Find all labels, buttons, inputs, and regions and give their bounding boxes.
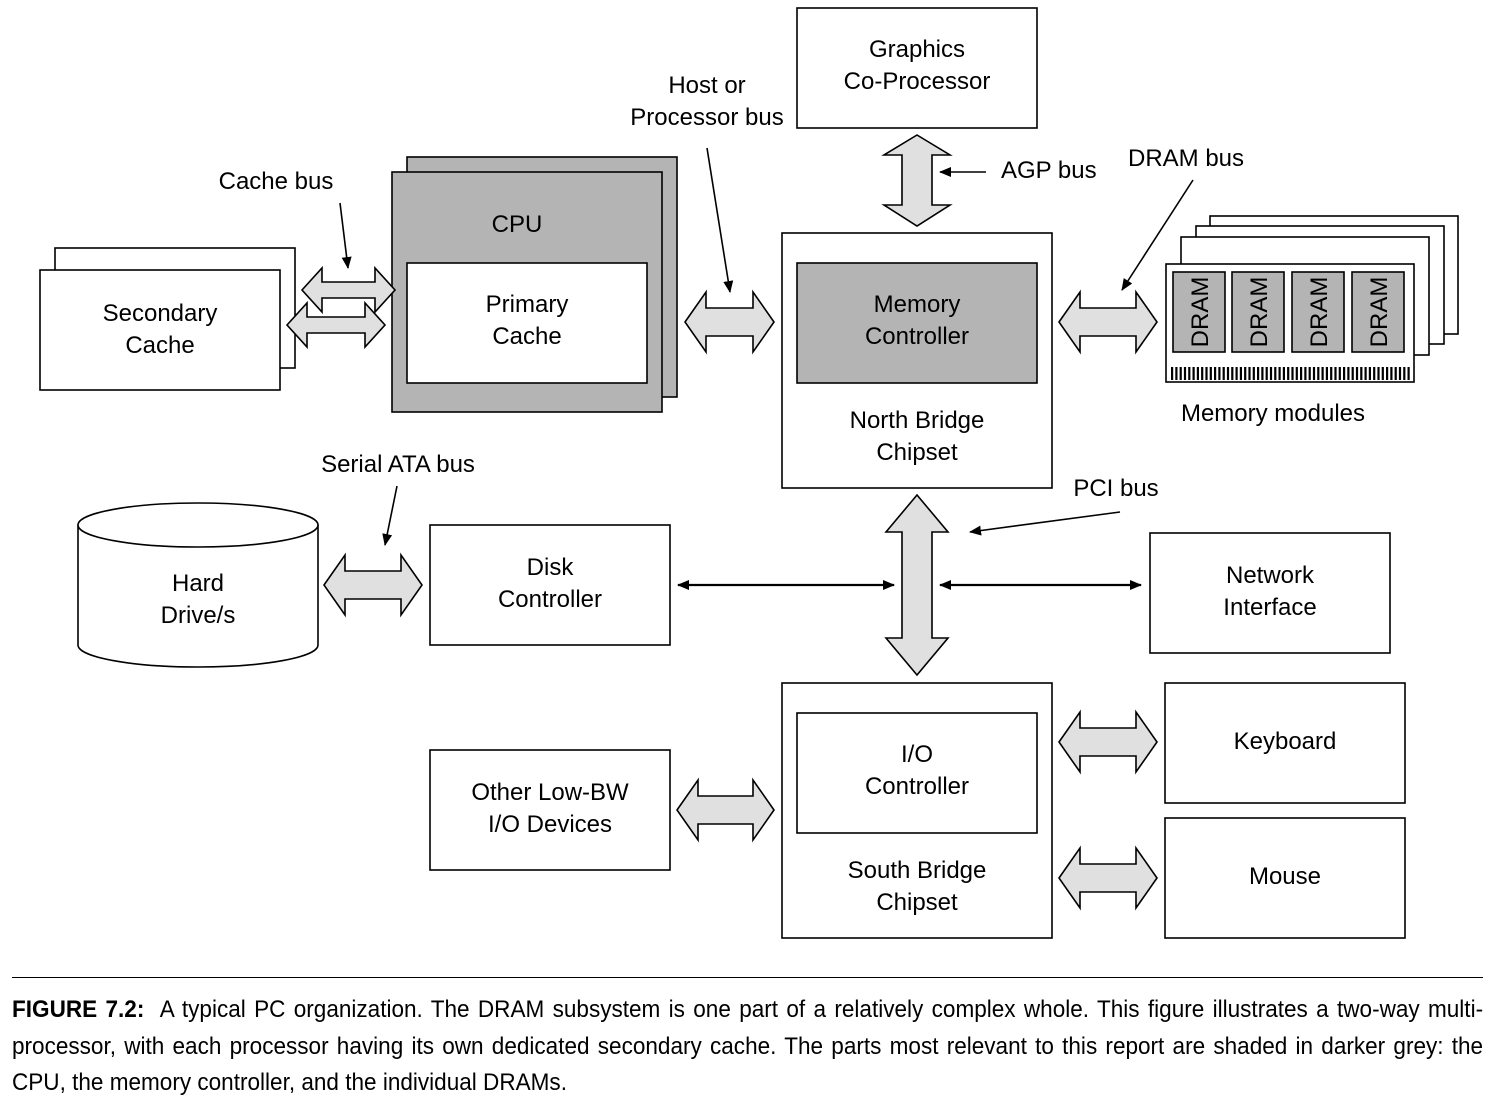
mouse-arrow — [1058, 845, 1158, 911]
svg-text:DRAM: DRAM — [1306, 277, 1333, 348]
svg-text:DRAM: DRAM — [1187, 277, 1214, 348]
keyboard-box — [1164, 682, 1406, 804]
memory-controller-box — [796, 262, 1038, 384]
north-bridge-label-line2: Chipset — [876, 439, 958, 466]
dram-bus-arrow — [1058, 289, 1158, 355]
host-bus-pointer — [706, 147, 734, 293]
host-bus-arrow — [684, 289, 775, 355]
agp-bus-label: AGP bus — [1001, 157, 1097, 184]
pci-bus-label: PCI bus — [1073, 475, 1158, 502]
dram-chip: DRAM — [1351, 271, 1405, 353]
cache-bus-arrow-front — [285, 300, 387, 350]
pc-organization-diagram: Graphics Co-Processor Host or Processor … — [39, 7, 1459, 939]
network-interface-label-line1: Network — [1226, 562, 1315, 589]
figure-caption-text: A typical PC organization. The DRAM subs… — [12, 996, 1484, 1096]
dram-chip: DRAM — [1291, 271, 1345, 353]
keyboard-label: Keyboard — [1234, 728, 1337, 755]
disk-controller-box — [429, 524, 671, 646]
module-edge-connector — [1171, 367, 1410, 380]
dram-bus-label: DRAM bus — [1128, 145, 1244, 172]
figure-caption: FIGURE 7.2: A typical PC organization. T… — [12, 992, 1483, 1102]
io-controller-box — [796, 712, 1038, 834]
graphics-label-line1: Graphics — [869, 36, 965, 63]
io-controller-label-line2: Controller — [865, 773, 969, 800]
dram-chip: DRAM — [1172, 271, 1226, 353]
secondary-cache-label-line2: Cache — [125, 332, 194, 359]
cache-bus-label: Cache bus — [219, 168, 334, 195]
agp-bus-arrow — [881, 134, 953, 227]
secondary-cache-label-line1: Secondary — [103, 300, 218, 327]
other-io-devices-label-line2: I/O Devices — [488, 811, 612, 838]
keyboard-arrow — [1058, 709, 1158, 775]
pci-bus-pointer — [969, 511, 1121, 536]
hard-drive-label-line2: Drive/s — [161, 602, 236, 629]
other-io-devices-label-line1: Other Low-BW — [471, 779, 629, 806]
pci-bus-arrow — [884, 493, 950, 677]
serial-ata-bus-arrow — [323, 552, 423, 618]
cpu-label: CPU — [492, 211, 543, 238]
dram-chip: DRAM — [1231, 271, 1285, 353]
other-io-devices-arrow — [676, 777, 775, 843]
graphics-coprocessor-box — [796, 7, 1038, 129]
memory-modules: DRAM DRAM DRAM DRAM — [1165, 215, 1459, 383]
memory-controller-label-line2: Controller — [865, 323, 969, 350]
cache-bus-pointer — [339, 202, 352, 269]
host-bus-label-line1: Host or — [668, 72, 745, 99]
host-bus-label-line2: Processor bus — [630, 104, 783, 131]
serial-ata-bus-label: Serial ATA bus — [321, 451, 475, 478]
primary-cache-label-line2: Cache — [492, 323, 561, 350]
south-bridge-label-line2: Chipset — [876, 889, 958, 916]
caption-rule — [12, 977, 1483, 978]
disk-controller-label-line2: Controller — [498, 586, 602, 613]
memory-modules-label: Memory modules — [1181, 400, 1365, 427]
primary-cache-box — [406, 262, 648, 384]
cache-bus-arrow-back — [300, 265, 397, 315]
io-controller-label-line1: I/O — [901, 741, 933, 768]
hard-drive-cylinder — [77, 502, 319, 668]
disk-controller-label-line1: Disk — [527, 554, 575, 581]
memory-controller-label-line1: Memory — [874, 291, 961, 318]
dram-bus-pointer — [1121, 179, 1194, 291]
svg-text:DRAM: DRAM — [1366, 277, 1393, 348]
figure-label: FIGURE 7.2: — [12, 996, 145, 1023]
hard-drive-label-line1: Hard — [172, 570, 224, 597]
primary-cache-label-line1: Primary — [486, 291, 569, 318]
serial-ata-bus-pointer — [382, 485, 398, 546]
graphics-label-line2: Co-Processor — [844, 68, 991, 95]
north-bridge-label-line1: North Bridge — [850, 407, 985, 434]
secondary-cache-box — [39, 269, 281, 391]
svg-text:DRAM: DRAM — [1246, 277, 1273, 348]
network-interface-label-line2: Interface — [1223, 594, 1316, 621]
network-interface-box — [1149, 532, 1391, 654]
other-io-devices-box — [429, 749, 671, 871]
south-bridge-label-line1: South Bridge — [848, 857, 987, 884]
mouse-label: Mouse — [1249, 863, 1321, 890]
mouse-box — [1164, 817, 1406, 939]
